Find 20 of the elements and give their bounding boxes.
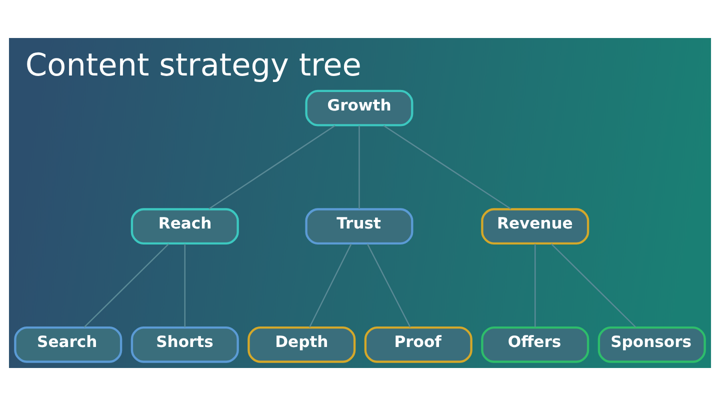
- node-box: Trust: [305, 208, 414, 244]
- node-box: Offers: [481, 326, 590, 362]
- node-box: Search: [14, 326, 122, 362]
- node-box: Revenue: [481, 208, 590, 244]
- node-box: Shorts: [130, 326, 239, 362]
- node-box: Proof: [364, 326, 472, 362]
- node-box: Sponsors: [598, 326, 706, 362]
- connector: [184, 243, 186, 327]
- diagram-title: Content strategy tree: [25, 46, 362, 83]
- connector: [309, 243, 352, 327]
- node-box: Depth: [248, 326, 356, 362]
- connector: [534, 243, 536, 327]
- connector: [208, 124, 336, 209]
- connector: [84, 242, 170, 328]
- connector: [358, 125, 360, 208]
- node-box: Growth: [305, 89, 414, 126]
- node-box: Reach: [130, 208, 239, 244]
- connector: [550, 242, 636, 328]
- connector: [366, 243, 411, 327]
- connector: [383, 124, 512, 209]
